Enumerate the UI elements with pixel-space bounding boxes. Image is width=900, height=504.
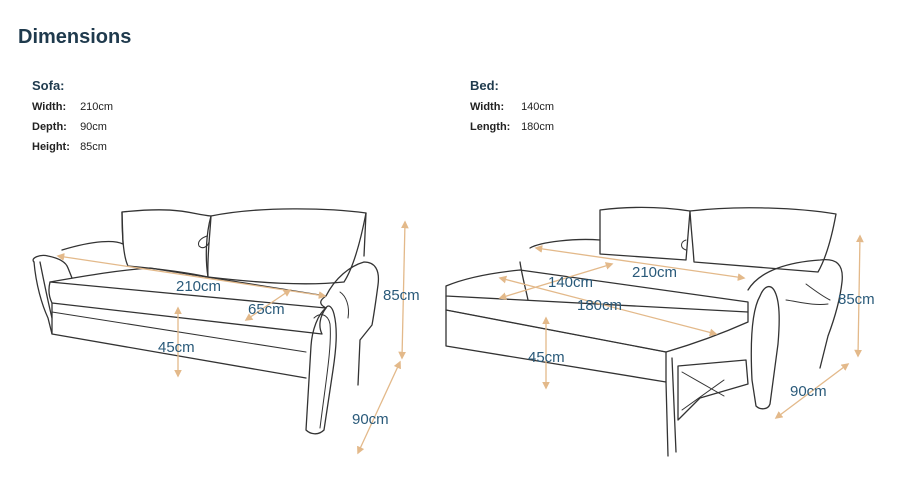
- sofa-height-label: 85cm: [383, 287, 420, 304]
- sofa-width-label: 210cm: [176, 278, 221, 295]
- bed-sofa-width-label: 210cm: [632, 264, 677, 281]
- sofa-seat-depth-label: 65cm: [248, 301, 285, 318]
- page-title: Dimensions: [18, 26, 132, 48]
- sofa-dimension-arrows: [56, 220, 409, 455]
- spec-label: Width:: [470, 101, 505, 113]
- sofa-width-row: Width: 210cm: [32, 97, 113, 117]
- spec-value: 180cm: [521, 121, 555, 133]
- bed-specs-heading: Bed:: [470, 78, 499, 93]
- bed-length-row: Length: 180cm: [470, 117, 554, 137]
- sofa-specs-heading: Sofa:: [32, 78, 65, 93]
- bed-illustration: [445, 206, 843, 457]
- sofa-seat-height-label: 45cm: [158, 339, 195, 356]
- sofa-height-row: Height: 85cm: [32, 137, 113, 157]
- sofa-depth-label: 90cm: [352, 411, 389, 428]
- spec-value: 210cm: [80, 101, 114, 113]
- spec-value: 90cm: [80, 121, 107, 133]
- spec-label: Length:: [470, 121, 511, 133]
- spec-value: 85cm: [80, 141, 107, 153]
- bed-length-label: 180cm: [577, 297, 622, 314]
- bed-width-label: 140cm: [548, 274, 593, 291]
- bed-specs: Bed: Width: 140cm Length: 180cm: [470, 78, 554, 137]
- bed-depth-label: 90cm: [790, 383, 827, 400]
- bed-seat-height-label: 45cm: [528, 349, 565, 366]
- sofa-specs: Sofa: Width: 210cm Depth: 90cm Height: 8…: [32, 78, 113, 157]
- spec-label: Depth:: [32, 121, 67, 133]
- sofa-illustration: [32, 208, 380, 435]
- sofa-depth-row: Depth: 90cm: [32, 117, 113, 137]
- spec-value: 140cm: [521, 101, 555, 113]
- spec-label: Height:: [32, 141, 70, 153]
- spec-label: Width:: [32, 101, 67, 113]
- bed-height-label: 85cm: [838, 291, 875, 308]
- bed-dimension-arrows: [498, 234, 864, 419]
- bed-width-row: Width: 140cm: [470, 97, 554, 117]
